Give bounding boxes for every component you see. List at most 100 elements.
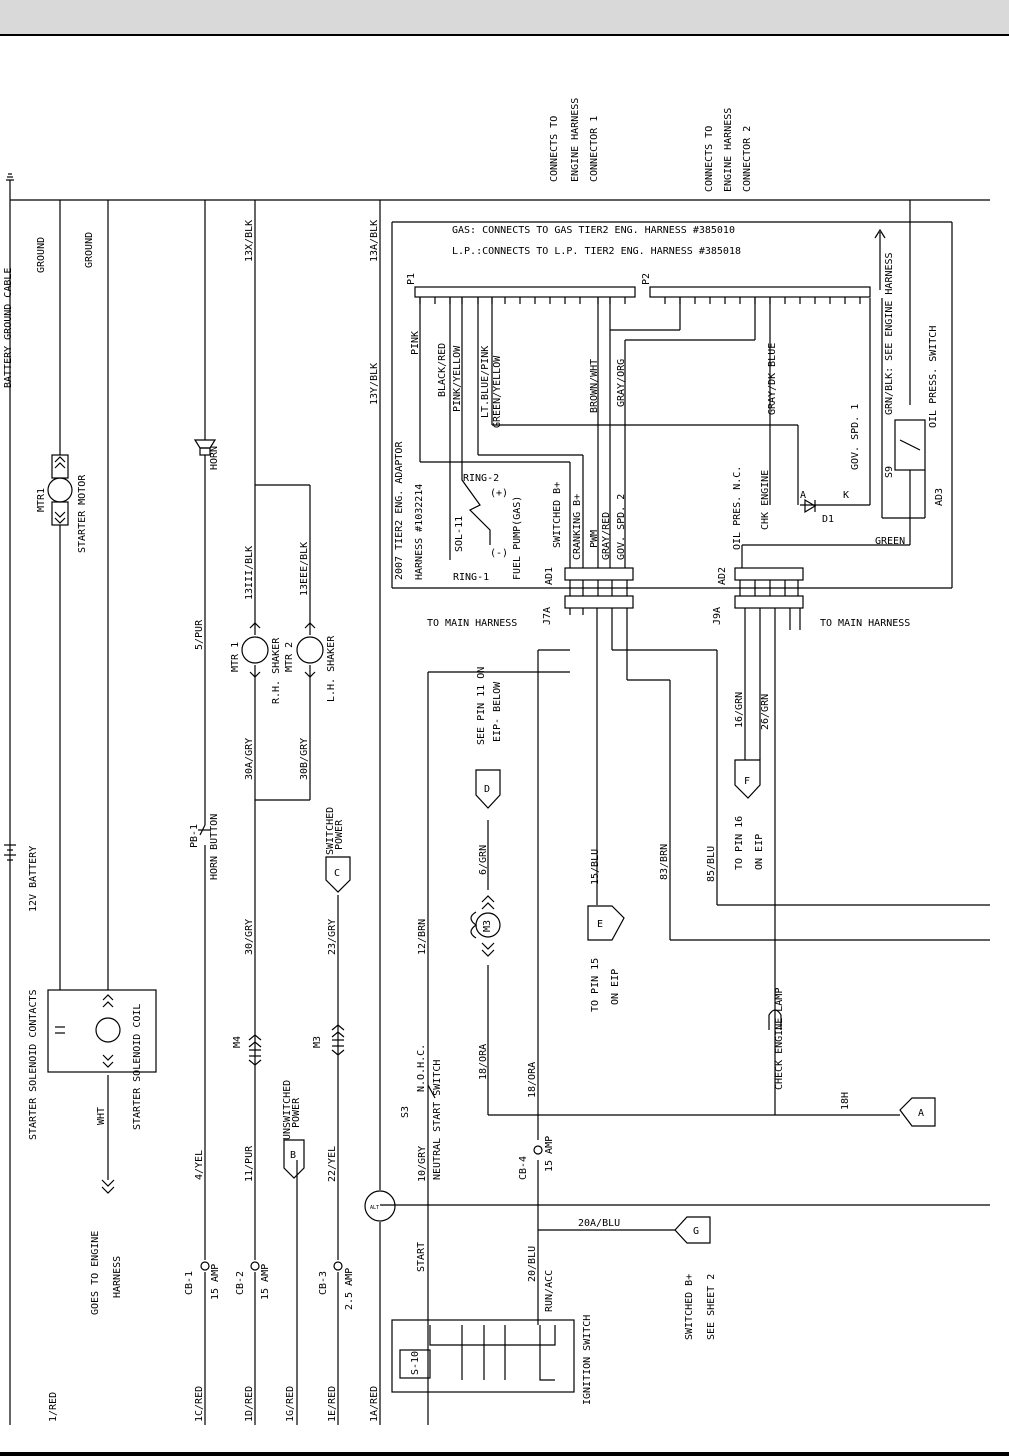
label-wire-1red: 1/RED — [48, 1392, 59, 1422]
label-wire-1gred: 1G/RED — [285, 1386, 296, 1422]
label-cb3-amp: 2.5 AMP — [344, 1268, 355, 1310]
label-wire-30gry: 30/GRY — [244, 919, 255, 955]
label-pink-yellow: PINK/YELLOW — [452, 345, 463, 412]
connector-tags — [283, 759, 936, 1244]
label-m3: M3 — [312, 1036, 323, 1048]
label-to-pin16: TO PIN 16 — [734, 816, 745, 870]
circuit-breakers — [200, 1145, 543, 1271]
label-plus: (+) — [490, 488, 508, 499]
horn-symbol — [193, 439, 217, 456]
pin-ticks — [419, 297, 861, 304]
label-wire-1dred: 1D/RED — [244, 1386, 255, 1422]
label-wire-13iiiblk: 13III/BLK — [244, 546, 255, 600]
label-wire-13eeeblk: 13EEE/BLK — [299, 542, 310, 596]
shaker-motors — [241, 622, 324, 678]
label-wire-83brn: 83/BRN — [659, 844, 670, 880]
label-gray-dkblue: GRAY/DK BLUE — [767, 343, 778, 415]
label-battery-ground-cable: BATTERY GROUND CABLE — [3, 268, 14, 388]
label-black-red: BLACK/RED — [437, 343, 448, 397]
label-wire-18h: 18H — [840, 1092, 851, 1110]
label-conn-a: A — [918, 1108, 924, 1119]
label-j7a: J7A — [542, 607, 553, 625]
label-m3-motor: M3 — [482, 920, 493, 932]
label-wire-15blu: 15/BLU — [590, 849, 601, 885]
label-wire-4yel: 4/YEL — [194, 1150, 205, 1180]
label-s10: S-10 — [410, 1351, 421, 1375]
label-wire-10gry: 10/GRY — [417, 1146, 428, 1182]
label-to-main-harness-2: TO MAIN HARNESS — [820, 618, 910, 629]
label-switched-power: POWER — [334, 819, 345, 850]
label-on-eip-16: ON EIP — [754, 834, 765, 870]
label-starter-solenoid-coil: STARTER SOLENOID COIL — [132, 1004, 143, 1130]
label-diode-k: K — [843, 490, 849, 501]
label-wire-20ablu: 20A/BLU — [578, 1218, 620, 1229]
label-wire-1cred: 1C/RED — [194, 1386, 205, 1422]
label-see-pin11: SEE PIN 11 ON — [476, 667, 487, 745]
label-cb1-amp: 15 AMP — [210, 1264, 221, 1300]
label-m4: M4 — [232, 1036, 243, 1048]
label-unswitched: UNSWITCHED — [282, 1080, 293, 1140]
neutral-start-switch — [427, 1084, 436, 1099]
label-wht: WHT — [96, 1107, 107, 1125]
label-chk-engine: CHK ENGINE — [760, 470, 771, 530]
label-gov-spd2: GOV. SPD. 2 — [616, 494, 627, 560]
label-mtr2: MTR 2 — [284, 642, 295, 672]
label-brown-wht: BROWN/WHT — [589, 359, 600, 413]
label-adaptor: 2007 TIER2 ENG. ADAPTOR — [394, 441, 405, 580]
label-ad1: AD1 — [544, 567, 555, 585]
label-ring1: RING-1 — [453, 572, 489, 583]
label-conn-g: G — [693, 1226, 699, 1237]
label-cb4: CB-4 — [518, 1156, 529, 1180]
label-s9: S9 — [884, 466, 895, 478]
label-wire-18ora-b: 18/ORA — [527, 1062, 538, 1098]
label-ring2: RING-2 — [463, 473, 499, 484]
label-gray-red: GRAY/RED — [601, 512, 612, 560]
label-wire-16grn: 16/GRN — [734, 692, 745, 728]
page-header-bar — [0, 0, 1009, 36]
label-12v-battery: 12V BATTERY — [28, 846, 39, 912]
label-diode-a: A — [800, 490, 806, 501]
label-gray-org: GRAY/ORG — [616, 359, 627, 407]
label-j9a: J9A — [712, 607, 723, 625]
label-switched-b: SWITCHED B+ — [552, 482, 563, 548]
label-goes-to-engine: GOES TO ENGINE — [90, 1231, 101, 1315]
label-wire-20blu: 20/BLU — [527, 1246, 538, 1282]
label-conn-d: D — [484, 784, 490, 795]
starter-solenoid-symbol — [47, 989, 157, 1194]
label-mtr1: MTR1 — [36, 488, 47, 512]
label-oil-press-switch: OIL PRESS. SWITCH — [928, 326, 939, 428]
label-connects-2c: CONNECTOR 2 — [742, 126, 753, 192]
label-p2: P2 — [641, 273, 652, 285]
label-harness: HARNESS — [112, 1256, 123, 1298]
horn-button-symbol — [198, 824, 210, 836]
label-ltblue-pink: LT.BLUE/PINK — [480, 346, 491, 418]
label-lh-shaker: L.H. SHAKER — [326, 635, 337, 702]
label-start: START — [416, 1242, 427, 1272]
label-cranking-b: CRANKING B+ — [572, 494, 583, 560]
label-ad2: AD2 — [717, 567, 728, 585]
label-p1: P1 — [406, 273, 417, 285]
label-wire-5pur: 5/PUR — [194, 619, 205, 650]
label-cb1: CB-1 — [184, 1271, 195, 1295]
label-ignition-switch: IGNITION SWITCH — [582, 1315, 593, 1405]
label-conn-c: C — [334, 868, 340, 879]
label-ground-2: GROUND — [84, 232, 95, 268]
label-gas-harness: GAS: CONNECTS TO GAS TIER2 ENG. HARNESS … — [452, 225, 735, 236]
label-connects-1a: CONNECTS TO — [549, 116, 560, 182]
label-on-eip-15: ON EIP — [610, 969, 621, 1005]
label-wire-13ablk: 13A/BLK — [369, 220, 380, 262]
label-lp-harness: L.P.:CONNECTS TO L.P. TIER2 ENG. HARNESS… — [452, 246, 741, 257]
label-connects-1b: ENGINE HARNESS — [570, 98, 581, 182]
label-fuel-pump: FUEL PUMP(GAS) — [512, 496, 523, 580]
label-ground-1: GROUND — [36, 237, 47, 273]
label-alt: ALT — [370, 1205, 379, 1211]
label-wire-30agry: 30A/GRY — [244, 738, 255, 780]
check-engine-lamp-symbol — [768, 1009, 782, 1030]
label-s3: S3 — [400, 1106, 411, 1118]
label-nohc: N.O.H.C. — [416, 1044, 427, 1092]
label-pb1: PB-1 — [189, 824, 200, 848]
battery-symbol — [4, 844, 16, 861]
label-connects-2a: CONNECTS TO — [704, 126, 715, 192]
label-sol11: SOL-11 — [454, 516, 465, 552]
